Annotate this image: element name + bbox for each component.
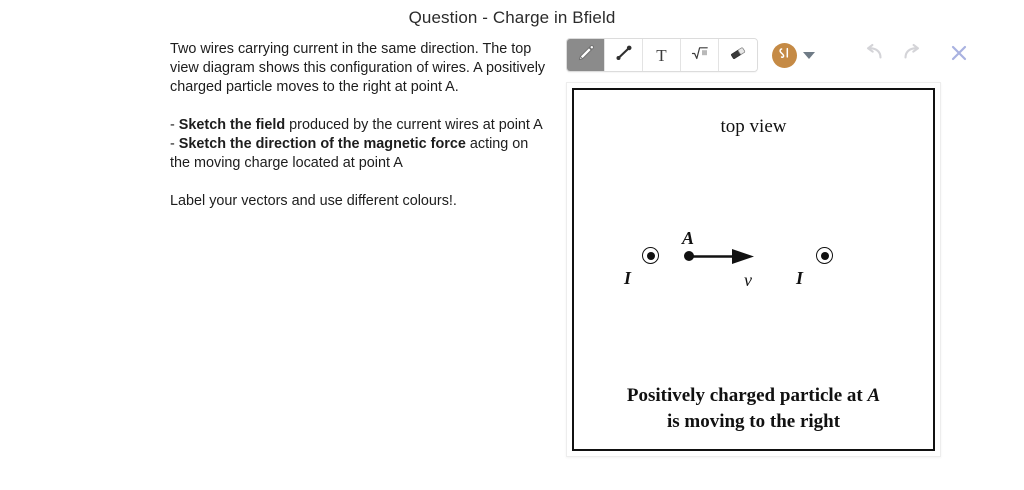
prompt-spacer-2 bbox=[170, 173, 548, 192]
task-1-rest: produced by the current wires at point A bbox=[285, 117, 543, 133]
undo-button[interactable] bbox=[853, 40, 893, 70]
text-tool-button[interactable]: T bbox=[643, 39, 681, 71]
physics-diagram[interactable]: top view I I A v Positively charged part… bbox=[572, 88, 935, 451]
eraser-icon bbox=[728, 43, 748, 68]
prompt-paragraph-intro: Two wires carrying current in the same d… bbox=[170, 41, 546, 95]
charged-particle-dot bbox=[684, 251, 694, 261]
redo-button[interactable] bbox=[893, 40, 933, 70]
prompt-task-2: - Sketch the direction of the magnetic f… bbox=[170, 135, 548, 173]
diagram-top-view-label: top view bbox=[720, 116, 787, 137]
prompt-task-1: - Sketch the field produced by the curre… bbox=[170, 116, 548, 135]
close-button[interactable] bbox=[939, 40, 979, 70]
prompt-closing: Label your vectors and use different col… bbox=[170, 193, 457, 209]
close-x-icon bbox=[949, 43, 969, 68]
drawing-toolbar: T bbox=[566, 38, 979, 72]
bullet-marker-1: - bbox=[170, 117, 179, 133]
caption-line-1-pre: Positively charged particle at bbox=[626, 385, 868, 406]
pencil-tool-button[interactable] bbox=[567, 39, 605, 71]
text-icon: T bbox=[656, 45, 667, 65]
task-2-rest: acting on the moving charge located at p… bbox=[170, 136, 529, 171]
tool-button-group: T bbox=[566, 38, 758, 72]
diagram-caption: Positively charged particle at A is movi… bbox=[574, 383, 933, 435]
left-current-label: I bbox=[624, 268, 632, 288]
undo-arrow-icon bbox=[861, 43, 885, 68]
caption-line-2: is moving to the right bbox=[666, 411, 841, 432]
point-a-label: A bbox=[682, 228, 695, 248]
velocity-arrow-icon bbox=[692, 247, 760, 272]
stroke-color-picker[interactable] bbox=[772, 42, 815, 68]
line-icon bbox=[614, 43, 634, 68]
equation-tool-button[interactable] bbox=[681, 39, 719, 71]
stroke-color-swatch[interactable] bbox=[772, 42, 797, 68]
page-title: Question - Charge in Bfield bbox=[408, 8, 616, 27]
bullet-marker-2: - bbox=[170, 136, 179, 152]
caption-line-1-italic: A bbox=[867, 385, 881, 406]
redo-arrow-icon bbox=[901, 43, 925, 68]
right-wire-current-out-symbol bbox=[816, 247, 833, 264]
drawing-canvas-panel[interactable]: top view I I A v Positively charged part… bbox=[566, 82, 941, 457]
prompt-spacer-1 bbox=[170, 97, 548, 116]
right-current-label: I bbox=[796, 268, 804, 288]
velocity-label: v bbox=[744, 270, 752, 290]
history-controls bbox=[853, 40, 933, 70]
eraser-tool-button[interactable] bbox=[719, 39, 757, 71]
task-1-bold: Sketch the field bbox=[178, 117, 286, 133]
chevron-down-icon[interactable] bbox=[803, 51, 815, 59]
question-prompt: Two wires carrying current in the same d… bbox=[170, 40, 548, 211]
squiggle-stroke-icon bbox=[776, 44, 794, 67]
task-2-bold: Sketch the direction of the magnetic for… bbox=[178, 136, 466, 152]
line-tool-button[interactable] bbox=[605, 39, 643, 71]
sqrt-icon bbox=[690, 43, 710, 68]
pencil-icon bbox=[576, 43, 596, 68]
left-wire-current-out-symbol bbox=[642, 247, 659, 264]
